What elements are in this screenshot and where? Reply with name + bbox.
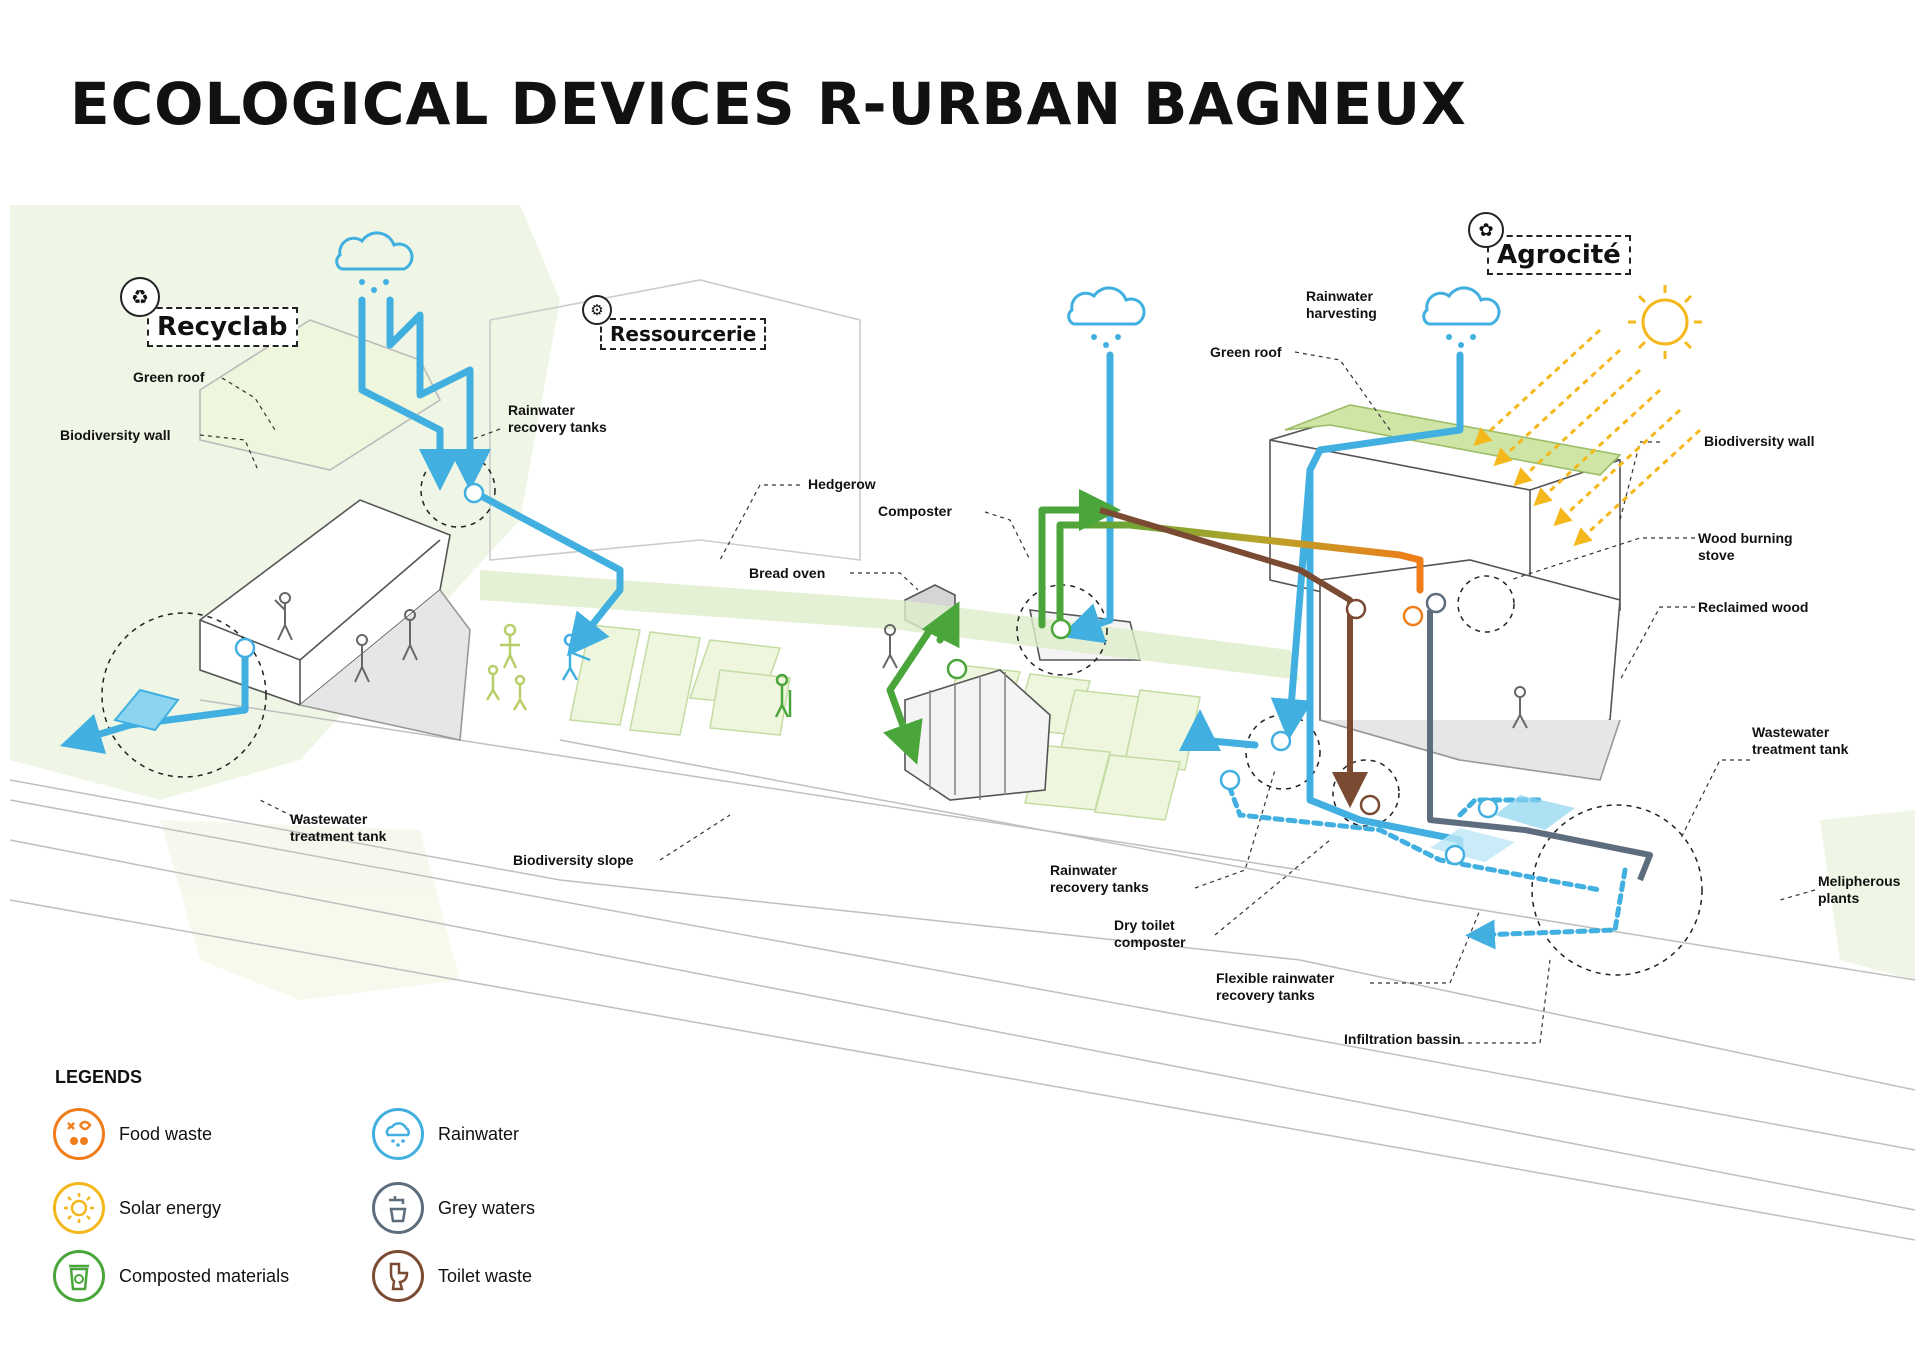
- legend-label-composted-materials: Composted materials: [119, 1265, 290, 1286]
- legend-label-food-waste: Food waste: [119, 1123, 213, 1144]
- legend-label-rainwater: Rainwater: [438, 1123, 520, 1144]
- label-wastewater-treatment-tank-right: Wastewater treatment tank: [1752, 724, 1849, 757]
- label-rainwater-harvesting: Rainwater harvesting: [1306, 288, 1377, 321]
- cloud-rain-icon: [372, 1108, 424, 1160]
- legend-item-composted-materials: Composted materials: [53, 1250, 289, 1302]
- faucet-icon: [372, 1182, 424, 1234]
- legend-label-solar-energy: Solar energy: [119, 1197, 222, 1218]
- flexible-tank: [1430, 828, 1515, 862]
- zone-ressourcerie: Ressourcerie: [600, 318, 767, 350]
- label-meliphero-plants: Melipherous plants: [1818, 873, 1901, 906]
- legend-label-grey-waters: Grey waters: [438, 1197, 536, 1218]
- zone-recyclab: Recyclab: [147, 307, 298, 347]
- label-rainwater-recovery-tanks-top: Rainwater recovery tanks: [508, 402, 607, 435]
- gardener-figures: [561, 633, 591, 681]
- sprout-icon: ✿: [1468, 212, 1504, 248]
- label-wastewater-treatment-tank-left: Wastewater treatment tank: [290, 811, 387, 844]
- leader-lines: [199, 351, 1816, 1044]
- recycle-icon: ♻: [120, 277, 160, 317]
- food-waste-icon: [53, 1108, 105, 1160]
- people-figures: [274, 592, 1528, 729]
- compost-bin-icon: [53, 1250, 105, 1302]
- gear-icon: ⚙: [582, 295, 612, 325]
- label-green-roof-left: Green roof: [133, 369, 205, 385]
- label-biodiversity-wall-left: Biodiversity wall: [60, 427, 171, 443]
- label-infiltration-bassin: Infiltration bassin: [1344, 1031, 1461, 1047]
- composting-figure: [774, 673, 792, 718]
- site-ground-lines: [9, 699, 1916, 1241]
- legend-item-solar-energy: Solar energy: [53, 1182, 221, 1234]
- label-green-roof-right: Green roof: [1210, 344, 1282, 360]
- legend-item-grey-waters: Grey waters: [372, 1182, 535, 1234]
- rainwater-infiltration-flow: [1222, 772, 1628, 950]
- zone-agrocite: Agrocité: [1487, 235, 1631, 275]
- legend-item-food-waste: Food waste: [53, 1108, 212, 1160]
- label-dry-toilet-composter: Dry toilet composter: [1114, 917, 1186, 950]
- composted-materials-flow: [883, 489, 1424, 765]
- buildings: [199, 279, 1622, 801]
- label-flexible-rainwater-recovery-tanks: Flexible rainwater recovery tanks: [1216, 970, 1335, 1003]
- sun-icon: [1628, 285, 1702, 359]
- label-rainwater-recovery-tanks-bottom: Rainwater recovery tanks: [1050, 862, 1149, 895]
- label-wood-burning-stove: Wood burning stove: [1698, 530, 1793, 563]
- legend-title: LEGENDS: [55, 1067, 143, 1087]
- legend-label-toilet-waste: Toilet waste: [438, 1265, 533, 1286]
- label-composter: Composter: [878, 503, 952, 519]
- solar-energy-flow: [1473, 328, 1702, 547]
- legend-item-rainwater: Rainwater: [372, 1108, 519, 1160]
- sun-icon: [53, 1182, 105, 1234]
- wastewater-pond: [113, 688, 180, 732]
- legend-item-toilet-waste: Toilet waste: [372, 1250, 532, 1302]
- label-biodiversity-wall-right: Biodiversity wall: [1704, 433, 1815, 449]
- children-figures: [485, 623, 528, 711]
- toilet-icon: [372, 1250, 424, 1302]
- page-title: ECOLOGICAL DEVICES R-URBAN BAGNEUX: [70, 70, 1467, 138]
- rain-cloud-icons: [335, 231, 1501, 326]
- label-bread-oven: Bread oven: [749, 565, 826, 581]
- flow-badges: [234, 482, 1499, 866]
- infiltration-tank: [1495, 795, 1575, 830]
- label-hedgerow: Hedgerow: [808, 476, 876, 492]
- grey-water-flow: [1427, 610, 1653, 882]
- raindrops: [359, 279, 1476, 348]
- label-biodiversity-slope: Biodiversity slope: [513, 852, 634, 868]
- label-reclaimed-wood: Reclaimed wood: [1698, 599, 1809, 615]
